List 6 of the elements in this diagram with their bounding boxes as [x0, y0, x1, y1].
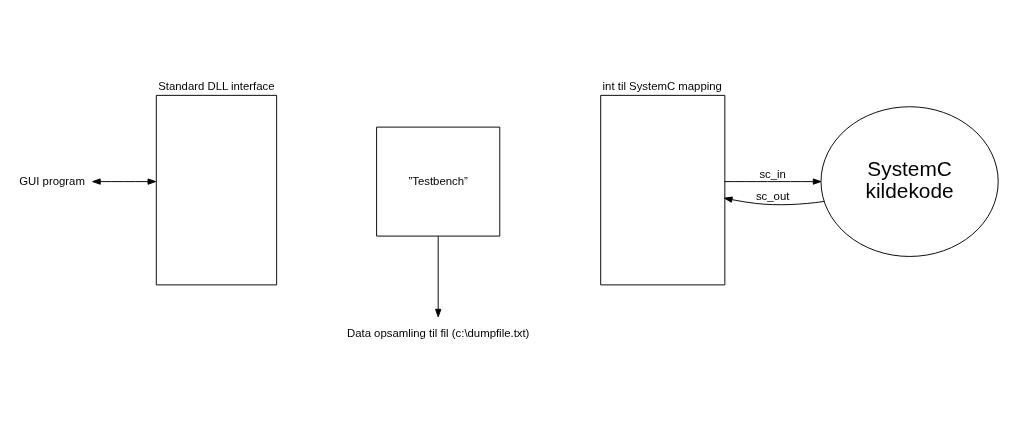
edge-label: sc_out [755, 190, 790, 203]
edge-label: sc_in [759, 168, 786, 181]
node-label: int til SystemC mapping [602, 80, 722, 93]
node-text: Data opsamling til fil (c:\dumpfile.txt) [346, 327, 530, 340]
node-label: Standard DLL interface [158, 80, 275, 93]
node-text: GUI program [19, 174, 85, 187]
